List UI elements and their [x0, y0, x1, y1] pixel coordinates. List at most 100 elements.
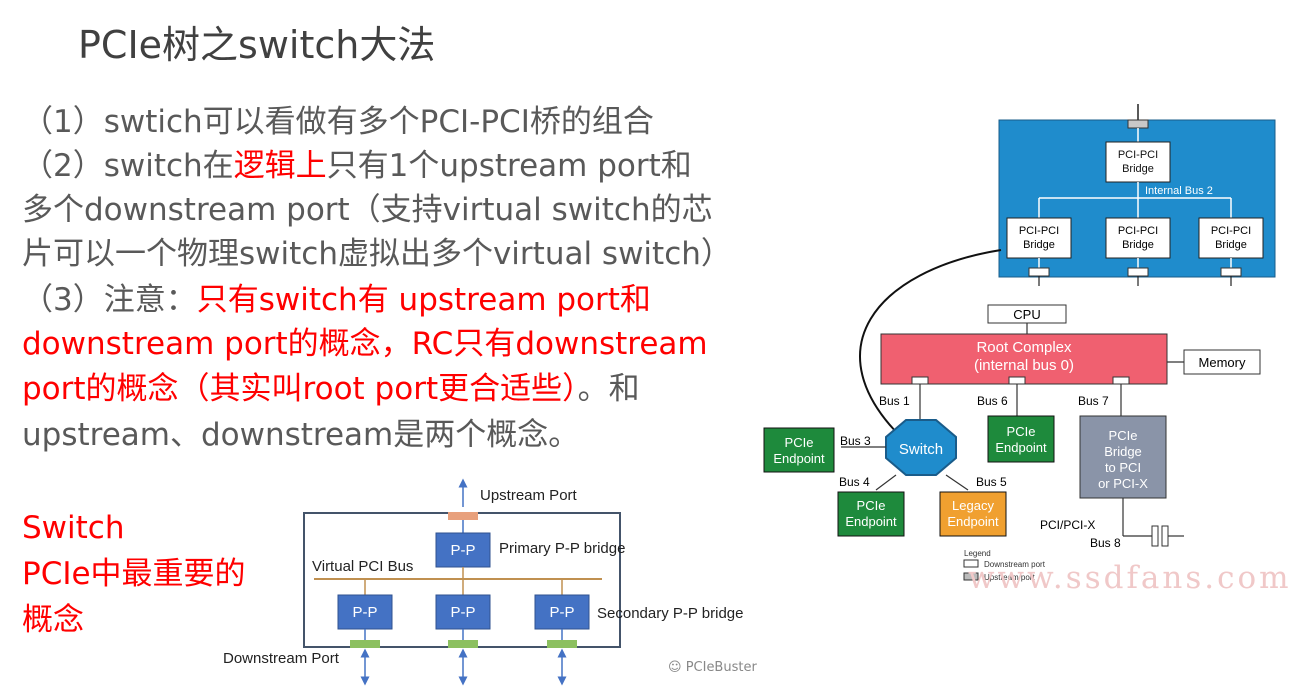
internal-bus-2-label: Internal Bus 2	[1145, 185, 1213, 197]
sub-bridge-1-l1: PCI-PCI	[1019, 225, 1059, 237]
text-line-7: port的概念（其实叫root port更合适些）。和	[22, 367, 640, 411]
text-line-2-highlight: 逻辑上	[233, 148, 327, 184]
secondary-pp-label-3: P-P	[549, 604, 574, 621]
text-line-7-b: 。和	[577, 371, 640, 407]
text-line-5-a: （3）注意：	[22, 282, 197, 318]
text-line-5: （3）注意：只有switch有 upstream port和	[22, 278, 651, 322]
switch-internal-diagram: Upstream Port P-P Primary P-P bridge Vir…	[223, 478, 743, 686]
bus6-label: Bus 6	[977, 394, 1008, 408]
text-line-2: （2）switch在逻辑上只有1个upstream port和	[22, 144, 692, 188]
expanded-down-port-1	[1028, 267, 1050, 277]
secondary-pp-label-2: P-P	[450, 604, 475, 621]
root-complex-label-2: (internal bus 0)	[974, 357, 1074, 374]
text-line-1: （1）swtich可以看做有多个PCI-PCI桥的组合	[22, 104, 654, 140]
secondary-pp-label-1: P-P	[352, 604, 377, 621]
expanded-upstream-port	[1127, 119, 1149, 129]
primary-bridge-label: Primary P-P bridge	[499, 540, 625, 557]
endpoint-bus6	[987, 415, 1055, 463]
endpoint-bus4-l2: Endpoint	[845, 514, 897, 529]
text-line-3: 多个downstream port（支持virtual switch的芯	[22, 192, 713, 228]
memory-label: Memory	[1199, 355, 1246, 370]
callout-line-2: PCIe中最重要的	[22, 556, 246, 592]
pcie-pci-bridge	[1079, 415, 1167, 499]
callout-line-1: Switch	[22, 510, 125, 546]
downstream-port-block-2	[448, 640, 478, 648]
memory-box	[1183, 349, 1261, 375]
text-line-8: upstream、downstream是两个概念。	[22, 417, 580, 453]
endpoint-bus3-l1: PCIe	[785, 435, 814, 450]
wechat-icon: ☺	[668, 660, 686, 675]
sub-bridge-2-l2: Bridge	[1122, 239, 1154, 251]
endpoint-bus6-l2: Endpoint	[995, 440, 1047, 455]
sub-bridge-2-l1: PCI-PCI	[1118, 225, 1158, 237]
sub-bridge-3	[1198, 217, 1264, 259]
bus3-label: Bus 3	[840, 434, 871, 448]
pci-slot-2	[1161, 525, 1169, 547]
legacy-endpoint-l1: Legacy	[952, 498, 994, 513]
legend-up-swatch	[963, 572, 979, 581]
downstream-port-block-3	[547, 640, 577, 648]
pci-slot-1	[1151, 525, 1159, 547]
expanded-down-port-3	[1220, 267, 1242, 277]
endpoint-bus4-l1: PCIe	[857, 498, 886, 513]
text-line-2-a: （2）switch在	[22, 148, 234, 184]
root-complex-box	[880, 333, 1168, 385]
bus1-label: Bus 1	[879, 394, 910, 408]
pci-pcix-label: PCI/PCI-X	[1040, 518, 1095, 532]
sub-bridge-3-l2: Bridge	[1215, 239, 1247, 251]
cpu-label: CPU	[1013, 307, 1040, 322]
rc-port-1	[911, 376, 929, 385]
bus7-label: Bus 7	[1078, 394, 1109, 408]
text-line-4: 片可以一个物理switch虚拟出多个virtual switch）	[22, 236, 732, 272]
switch-label: Switch	[899, 441, 943, 458]
endpoint-bus3-l2: Endpoint	[773, 451, 825, 466]
slide-title: PCIe树之switch大法	[78, 23, 436, 67]
downstream-port-label: Downstream Port	[223, 650, 340, 667]
sub-bridge-1-l2: Bridge	[1023, 239, 1055, 251]
legacy-endpoint-l2: Endpoint	[947, 514, 999, 529]
watermark: www.ssdfans.com	[968, 560, 1291, 596]
sub-bridge-2	[1105, 217, 1171, 259]
upstream-port-label: Upstream Port	[480, 487, 578, 504]
expanded-down-port-2	[1127, 267, 1149, 277]
text-line-7-highlight: port的概念（其实叫root port更合适些）	[22, 371, 578, 407]
wechat-name: PCIeBuster	[685, 660, 757, 675]
bus5-label: Bus 5	[976, 475, 1007, 489]
pcie-bridge-l2: Bridge	[1104, 444, 1142, 459]
top-bridge	[1105, 141, 1171, 183]
secondary-pp-block-1	[337, 594, 393, 630]
text-line-6: downstream port的概念，RC只有downstream	[22, 326, 708, 362]
downstream-port-block-1	[350, 640, 380, 648]
legend-down-swatch	[963, 559, 979, 568]
endpoint-bus3	[763, 427, 835, 473]
root-complex-label-1: Root Complex	[976, 339, 1072, 356]
secondary-pp-block-2	[435, 594, 491, 630]
bus8-label: Bus 8	[1090, 536, 1121, 550]
top-bridge-label-1: PCI-PCI	[1118, 149, 1158, 161]
primary-pp-label: P-P	[450, 542, 475, 559]
switch-node	[885, 419, 957, 476]
pcie-bridge-l1: PCIe	[1109, 428, 1138, 443]
legend-up-label: Upstream port	[984, 573, 1035, 582]
wechat-tag: ☺ PCIeBuster	[668, 660, 757, 675]
text-line-5-highlight: 只有switch有 upstream port和	[196, 282, 651, 318]
callout-line-3: 概念	[22, 602, 84, 638]
endpoint-bus4	[837, 491, 905, 537]
bus4-label: Bus 4	[839, 475, 870, 489]
virtual-bus-label: Virtual PCI Bus	[312, 558, 413, 575]
pcie-topology-diagram: PCI-PCI Bridge Internal Bus 2 PCI-PCI Br…	[763, 104, 1276, 582]
upstream-port-block	[448, 512, 478, 520]
secondary-bridge-label: Secondary P-P bridge	[597, 605, 743, 622]
rc-port-6	[1008, 376, 1026, 385]
secondary-pp-block-3	[534, 594, 590, 630]
text-line-2-c: 只有1个upstream port和	[326, 148, 692, 184]
legacy-endpoint	[939, 491, 1007, 537]
legend-title: Legend	[964, 549, 991, 558]
pcie-bridge-l3: to PCI	[1105, 460, 1141, 475]
pcie-bridge-l4: or PCI-X	[1098, 476, 1148, 491]
sub-bridge-1	[1006, 217, 1072, 259]
legend-down-label: Downstream port	[984, 560, 1046, 569]
endpoint-bus6-l1: PCIe	[1007, 424, 1036, 439]
sub-bridge-3-l1: PCI-PCI	[1211, 225, 1251, 237]
zoom-arrow	[859, 249, 1002, 442]
